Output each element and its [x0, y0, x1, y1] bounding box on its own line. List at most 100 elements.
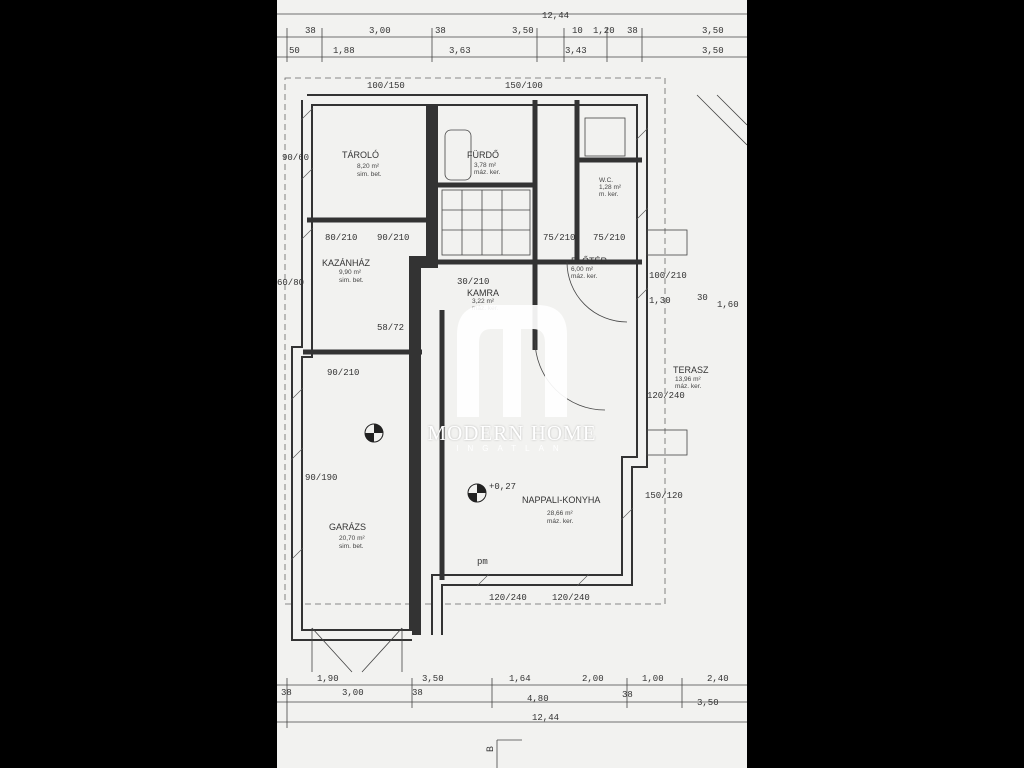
room-area-tarolo: 8,20 m² [357, 163, 380, 170]
dim-label: 3,50 [422, 674, 444, 684]
room-name-garazs: GARÁZS [329, 522, 366, 532]
room-area-nappali: 28,66 m² [547, 510, 573, 517]
dim-label: 3,63 [449, 46, 471, 56]
opening-labels: 90/60 80/210 90/210 60/80 100/210 1,30 3… [277, 81, 739, 603]
level-label: +0,27 [489, 482, 516, 492]
room-floor-terasz: máz. ker. [675, 383, 702, 390]
opening-label: 58/72 [377, 323, 404, 333]
dim-label: 50 [289, 46, 300, 56]
dim-label: 2,40 [707, 674, 729, 684]
room-area-furdo: 3,78 m² [474, 162, 497, 169]
dim-label: 38 [435, 26, 446, 36]
opening-label: 75/210 [543, 233, 575, 243]
shower-tray [584, 117, 626, 157]
dim-label: 38 [305, 26, 316, 36]
room-name-tarolo: TÁROLÓ [342, 150, 379, 160]
opening-label: 100/150 [367, 81, 405, 91]
floor-plan-sheet: 12,44 38 3,00 38 3,50 10 1,20 38 3,50 50… [277, 0, 747, 768]
dim-label: 3,43 [565, 46, 587, 56]
opening-label: 120/240 [552, 593, 590, 603]
opening-label: 1,30 [649, 296, 671, 306]
bottom-dimension-lines [277, 678, 747, 768]
opening-label: 150/120 [645, 491, 683, 501]
watermark: MODERN HOME INGATLAN [377, 305, 647, 453]
dim-label: 4,80 [527, 694, 549, 704]
dim-label: 1,20 [593, 26, 615, 36]
dim-label: 3,50 [702, 46, 724, 56]
terrace-steps [646, 94, 747, 456]
level-marker-fill [468, 484, 486, 502]
room-area-kamra: 3,22 m² [472, 298, 495, 305]
opening-label: 120/240 [489, 593, 527, 603]
room-name-furdo: FÜRDŐ [467, 150, 499, 160]
room-name-nappali: NAPPALI-KONYHA [522, 495, 600, 505]
wall-hatching [290, 107, 649, 587]
dim-label: 38 [627, 26, 638, 36]
room-floor-tarolo: sim. bet. [357, 171, 382, 178]
room-floor-furdo: máz. ker. [474, 169, 501, 176]
opening-label: 90/190 [305, 473, 337, 483]
opening-label: 150/100 [505, 81, 543, 91]
opening-label: 90/210 [327, 368, 359, 378]
room-name-kamra: KAMRA [467, 288, 499, 298]
top-dim-row2: 38 3,00 38 3,50 10 1,20 38 3,50 [305, 26, 724, 36]
level-marker-fill [365, 424, 383, 442]
dim-label: 38 [622, 690, 633, 700]
room-floor-garazs: sim. bet. [339, 543, 364, 550]
dim-label: 38 [281, 688, 292, 698]
room-area-garazs: 20,70 m² [339, 535, 365, 542]
bathtub [444, 129, 472, 181]
top-dimension-lines [277, 13, 747, 62]
watermark-subtitle: INGATLAN [456, 444, 568, 453]
opening-label: 100/210 [649, 271, 687, 281]
opening-label: 60/80 [277, 278, 304, 288]
top-dim-total: 12,44 [542, 11, 569, 21]
dim-label: 1,64 [509, 674, 531, 684]
room-name-eloter: ELŐTÉR [571, 256, 608, 266]
garage-door [311, 627, 403, 673]
room-floor-kazanhaz: sim. bet. [339, 277, 364, 284]
opening-label: 120/240 [647, 391, 685, 401]
roof-outline [284, 77, 666, 605]
door-swing-eloter [566, 261, 628, 323]
room-floor-wc: m. ker. [599, 191, 619, 198]
dim-label: 1,00 [642, 674, 664, 684]
section-marker: B [485, 746, 495, 752]
watermark-brand: MODERN HOME [427, 421, 597, 445]
room-labels: TÁROLÓ 8,20 m² sim. bet. FÜRDŐ 3,78 m² m… [322, 150, 709, 550]
opening-label: 90/60 [282, 153, 309, 163]
opening-label: 90/210 [377, 233, 409, 243]
room-area-kazanhaz: 9,90 m² [339, 269, 362, 276]
dim-label: 2,00 [582, 674, 604, 684]
level-markers: +0,27 [364, 423, 516, 503]
room-area-eloter: 6,00 m² [571, 266, 594, 273]
dim-label: 38 [412, 688, 423, 698]
room-floor-eloter: máz. ker. [571, 273, 598, 280]
opening-label: 75/210 [593, 233, 625, 243]
bottom-dim-row1: 1,90 3,50 1,64 2,00 1,00 2,40 [317, 674, 729, 684]
room-area-wc: 1,28 m² [599, 184, 622, 191]
room-area-terasz: 13,96 m² [675, 376, 701, 383]
opening-label: 80/210 [325, 233, 357, 243]
dim-label: 3,00 [369, 26, 391, 36]
room-name-wc: W.C. [599, 177, 613, 184]
wall-inner-fill [293, 96, 646, 639]
dim-label: 3,50 [702, 26, 724, 36]
dim-label: 3,50 [512, 26, 534, 36]
dim-label: 3,00 [342, 688, 364, 698]
opening-label: 30/210 [457, 277, 489, 287]
bottom-dim-total: 12,44 [532, 713, 559, 723]
opening-label: 30 [697, 293, 708, 303]
dim-label: 3,50 [697, 698, 719, 708]
dim-label: 1,90 [317, 674, 339, 684]
staircase [441, 189, 531, 256]
room-name-kazanhaz: KAZÁNHÁZ [322, 258, 371, 268]
dim-label: 10 [572, 26, 583, 36]
floor-plan-drawing: 12,44 38 3,00 38 3,50 10 1,20 38 3,50 50… [277, 11, 747, 768]
opening-label: pm [477, 557, 488, 567]
top-dim-row3: 50 1,88 3,63 3,43 3,50 [289, 46, 724, 56]
bottom-dim-row2: 38 3,00 38 4,80 38 3,50 [281, 688, 719, 708]
room-floor-nappali: máz. ker. [547, 518, 574, 525]
dim-label: 1,88 [333, 46, 355, 56]
room-name-terasz: TERASZ [673, 365, 709, 375]
